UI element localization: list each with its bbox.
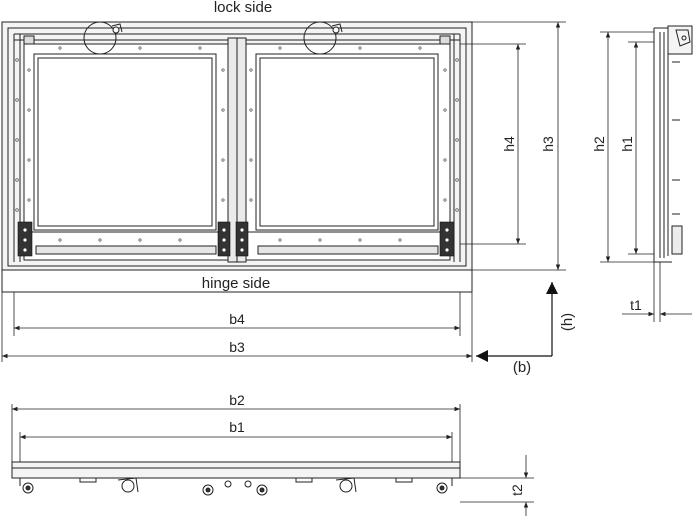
dim-b1-label: b1 (229, 419, 245, 435)
lock-ring-left (83, 21, 117, 55)
inner-frame (7, 27, 467, 267)
right-sill (257, 245, 439, 255)
dim-t2-label: t2 (509, 484, 525, 496)
side-hinge (671, 225, 683, 255)
front-dimensions (1, 21, 566, 362)
right-door-leaf (245, 43, 451, 261)
left-door-leaf (23, 43, 229, 261)
top-dimensions (11, 404, 534, 516)
front-view (1, 21, 473, 271)
dim-b4-label: b4 (229, 311, 245, 327)
dim-t1-label: t1 (630, 297, 642, 313)
axis-arrows (476, 282, 558, 362)
left-sill (35, 245, 217, 255)
dim-h1-label: h1 (619, 136, 635, 152)
dim-h3-label: h3 (540, 136, 556, 152)
lock-side-label: lock side (214, 0, 272, 16)
dim-b2-label: b2 (229, 392, 245, 408)
top-view-body (11, 461, 461, 479)
side-dimensions (600, 31, 692, 322)
right-door-panel (255, 53, 439, 231)
lock-ring-right (303, 21, 337, 55)
dim-b3-label: b3 (229, 339, 245, 355)
hinge-side-label: hinge side (202, 275, 270, 292)
dim-h2-label: h2 (591, 136, 607, 152)
top-view (11, 461, 461, 496)
b-axis-label: (b) (513, 359, 531, 376)
dim-h4-label: h4 (501, 136, 517, 152)
bottom-strip (1, 270, 473, 293)
screw-holes (15, 46, 459, 242)
side-view (653, 25, 693, 263)
h-axis-label: (h) (559, 313, 576, 331)
left-door-panel (33, 53, 217, 231)
top-hinges (22, 477, 448, 496)
lock-mechanisms (23, 21, 451, 55)
